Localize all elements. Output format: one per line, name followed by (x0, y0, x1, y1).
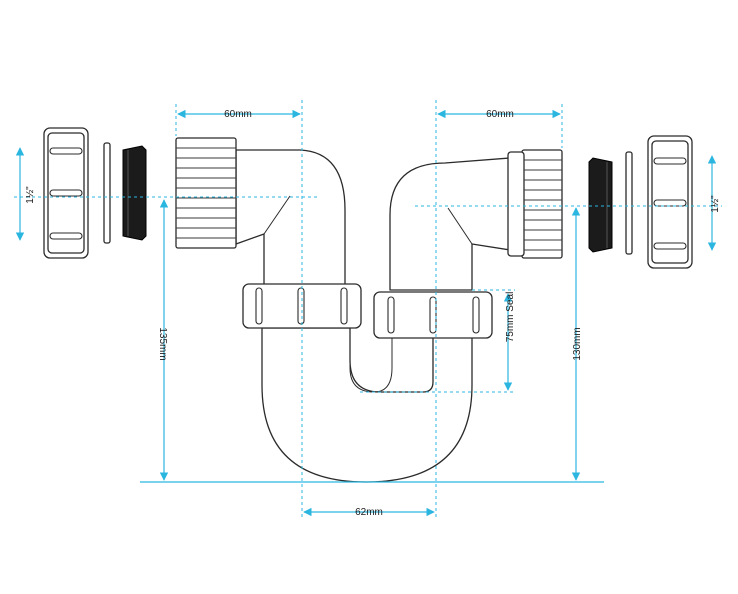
trap-body (175, 137, 563, 483)
left-cone-washer (122, 145, 147, 241)
right-compression-nut (647, 135, 693, 269)
right-cone-washer (588, 157, 613, 253)
right-flat-washer (625, 151, 633, 255)
left-compression-nut (43, 127, 89, 259)
left-height-label: 135mm (157, 327, 168, 360)
seal-depth-label: 75mm Seal (505, 292, 516, 343)
center-lines (14, 100, 722, 520)
right-height-label: 130mm (572, 327, 583, 360)
left-flat-washer (103, 142, 111, 244)
dimension-lines (15, 109, 717, 517)
right-inlet-label: 1½" (710, 195, 721, 213)
top-right-width-label: 60mm (486, 109, 514, 120)
left-inlet-label: 1½" (25, 186, 36, 204)
bottom-centres-label: 62mm (355, 507, 383, 518)
top-left-width-label: 60mm (224, 109, 252, 120)
